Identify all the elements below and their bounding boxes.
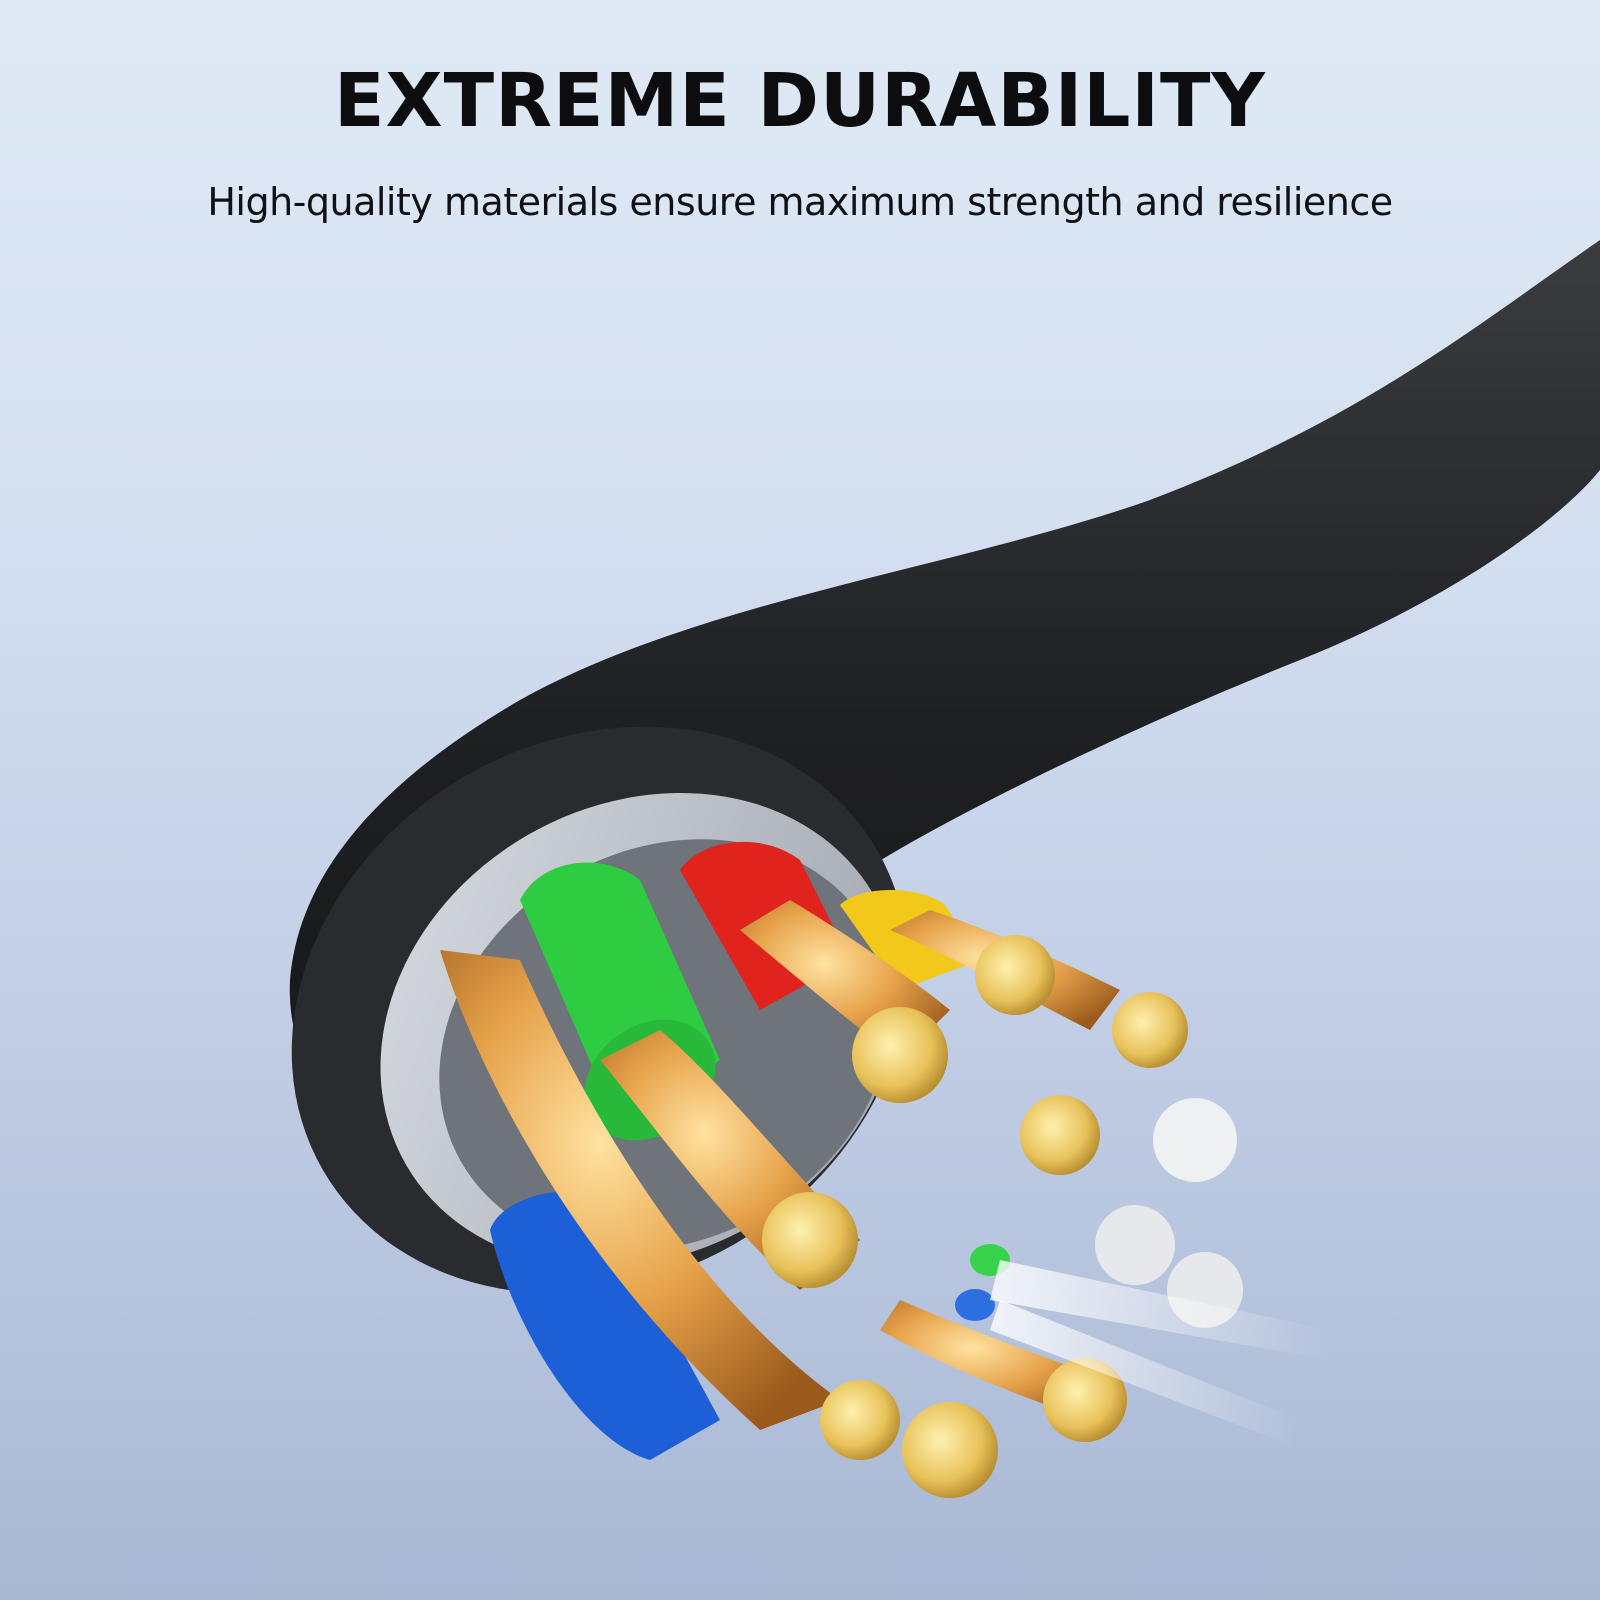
page-subtitle: High-quality materials ensure maximum st… [207, 180, 1393, 224]
blue-wire [490, 1191, 720, 1460]
fiber-streaks [990, 1260, 1330, 1360]
conductor-end [762, 1192, 858, 1288]
yellow-wire [840, 890, 980, 990]
white-fiber-bundle [1153, 1098, 1237, 1182]
inner-blue-tube [955, 1289, 995, 1321]
copper-strands [440, 950, 840, 1430]
page-title: EXTREME DURABILITY [333, 58, 1266, 144]
